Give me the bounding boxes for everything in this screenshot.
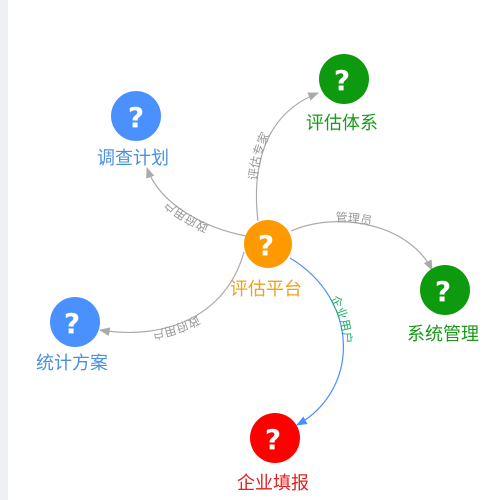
edge-label-expert: 评估专家 xyxy=(246,130,272,181)
edge-label-enterprise-user: 企业用户 xyxy=(328,293,356,344)
edge-center-to-plan[interactable]: 政府用户 xyxy=(146,166,247,237)
node-manage[interactable]: ? 系统管理 xyxy=(407,265,479,345)
edge-label-gov-user-2: 政府用户 xyxy=(151,313,202,343)
fill-node-circle[interactable] xyxy=(250,413,300,463)
node-label-manage: 系统管理 xyxy=(407,324,479,345)
question-icon: ? xyxy=(265,423,281,456)
question-icon: ? xyxy=(258,229,274,262)
node-label-fill: 企业填报 xyxy=(237,473,309,494)
edge-center-to-stats[interactable]: 政府用户 xyxy=(98,251,245,343)
node-label-plan: 调查计划 xyxy=(97,148,169,169)
svg-text:政府用户: 政府用户 xyxy=(151,313,202,343)
edge-center-to-manage[interactable]: 管理员 xyxy=(290,210,433,271)
manage-node-circle[interactable] xyxy=(420,265,470,315)
question-icon: ? xyxy=(128,101,144,134)
svg-text:评估专家: 评估专家 xyxy=(246,130,272,181)
stats-node-circle[interactable] xyxy=(50,297,100,347)
plan-node-circle[interactable] xyxy=(111,91,161,141)
question-icon: ? xyxy=(435,275,451,308)
node-system[interactable]: ? 评估体系 xyxy=(306,54,378,134)
node-center[interactable]: ? 评估平台 xyxy=(230,220,302,300)
svg-text:管理员: 管理员 xyxy=(335,210,373,229)
node-stats[interactable]: ? 统计方案 xyxy=(36,297,108,374)
node-plan[interactable]: ? 调查计划 xyxy=(97,91,169,169)
svg-text:政府用户: 政府用户 xyxy=(161,197,211,235)
question-icon: ? xyxy=(64,307,80,340)
node-label-system: 评估体系 xyxy=(306,113,378,134)
center-node-circle[interactable] xyxy=(244,220,292,268)
node-fill[interactable]: ? 企业填报 xyxy=(237,413,309,494)
question-icon: ? xyxy=(334,64,350,97)
node-label-stats: 统计方案 xyxy=(36,353,108,374)
edge-label-gov-user-1: 政府用户 xyxy=(161,197,211,235)
svg-text:企业用户: 企业用户 xyxy=(328,293,356,344)
node-label-center: 评估平台 xyxy=(230,279,302,300)
edge-label-admin: 管理员 xyxy=(335,210,373,229)
left-panel-edge xyxy=(0,0,8,500)
system-node-circle[interactable] xyxy=(319,54,369,104)
